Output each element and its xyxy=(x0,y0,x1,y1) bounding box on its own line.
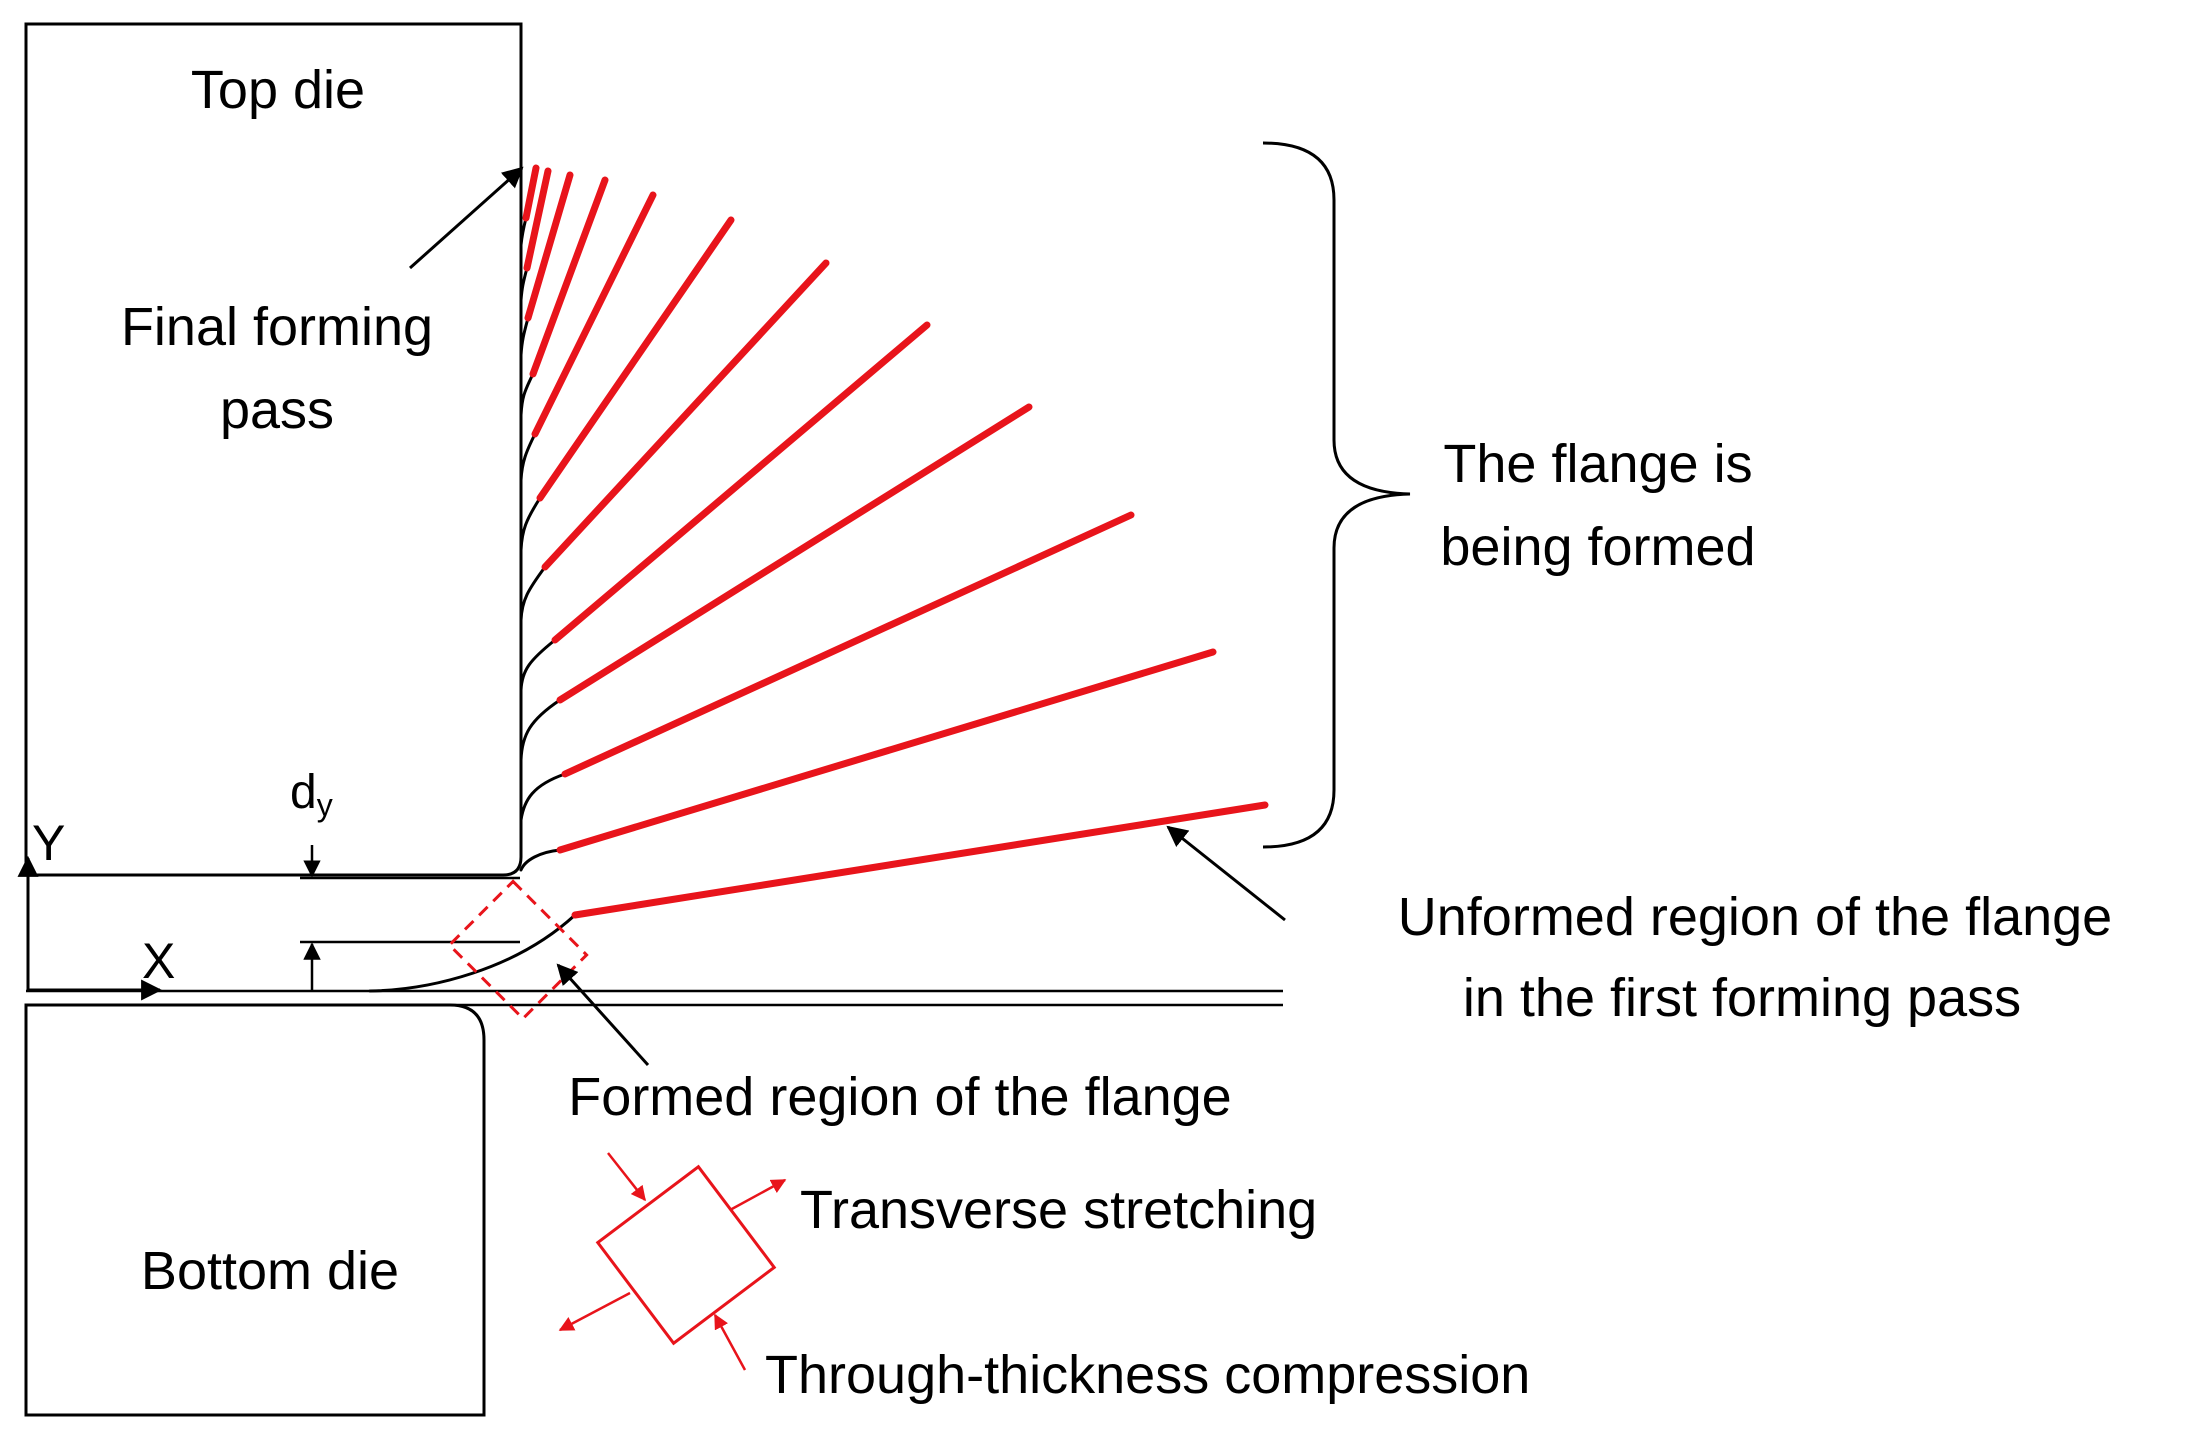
transverse-stretching-label: Transverse stretching xyxy=(800,1180,1317,1240)
unformed-line-9 xyxy=(529,176,609,378)
unformed-line-4 xyxy=(556,403,1033,704)
bottom-die-label: Bottom die xyxy=(141,1241,399,1301)
final-forming-pass-label-line2: pass xyxy=(220,380,334,440)
bottom-die xyxy=(24,1003,486,1417)
formed-region-box xyxy=(447,879,589,1021)
unformed-line-2 xyxy=(556,648,1217,854)
transverse-stretch-arrow-left xyxy=(558,1291,631,1332)
unformed-line-8 xyxy=(531,191,657,438)
formed-profile-3 xyxy=(519,772,567,822)
unformed-line-3 xyxy=(561,511,1135,778)
formed-profile-1 xyxy=(368,913,577,993)
unformed-flange-lines xyxy=(522,164,1269,919)
unformed-line-10 xyxy=(524,171,574,322)
transverse-stretch-arrow-right xyxy=(729,1178,787,1212)
axis-x-label: X xyxy=(142,933,175,989)
formed-profile-4 xyxy=(519,698,562,762)
formed-profile-10 xyxy=(519,316,530,357)
unformed-line-11 xyxy=(523,167,552,272)
top-die-label: Top die xyxy=(191,60,365,120)
unformed-line-12 xyxy=(522,164,540,222)
formed-region-pointer xyxy=(556,963,650,1067)
formed-region-label: Formed region of the flange xyxy=(568,1067,1231,1127)
dy-label: dy xyxy=(290,766,333,823)
unformed-region-label-line2: in the first forming pass xyxy=(1463,968,2021,1028)
through-thickness-compression-label: Through-thickness compression xyxy=(765,1345,1530,1405)
unformed-region-label-line1: Unformed region of the flange xyxy=(1398,887,2112,947)
compression-arrow-top xyxy=(607,1152,646,1202)
formed-profile-7 xyxy=(519,496,542,552)
final-pass-pointer xyxy=(409,166,524,270)
flange-being-formed-label-line1: The flange is xyxy=(1443,434,1752,494)
formed-profile-6 xyxy=(519,565,547,622)
final-forming-pass-label-line1: Final forming xyxy=(121,297,433,357)
unformed-line-7 xyxy=(536,216,735,502)
compression-arrow-bottom xyxy=(713,1313,747,1371)
unformed-line-1 xyxy=(571,801,1269,919)
formed-profile-9 xyxy=(519,372,535,417)
unformed-line-5 xyxy=(551,321,931,644)
unformed-region-pointer xyxy=(1166,825,1286,922)
formed-profile-5 xyxy=(519,638,557,692)
unformed-line-6 xyxy=(541,259,830,571)
stress-element-square xyxy=(595,1164,777,1346)
axis-y-label: Y xyxy=(32,815,65,871)
flange-being-formed-label-line2: being formed xyxy=(1440,517,1755,577)
flange-curly-brace xyxy=(1262,141,1411,849)
top-die xyxy=(24,22,523,877)
formed-profile-11 xyxy=(519,266,529,302)
formed-profile-8 xyxy=(519,432,537,482)
formed-profile-2 xyxy=(519,848,562,872)
